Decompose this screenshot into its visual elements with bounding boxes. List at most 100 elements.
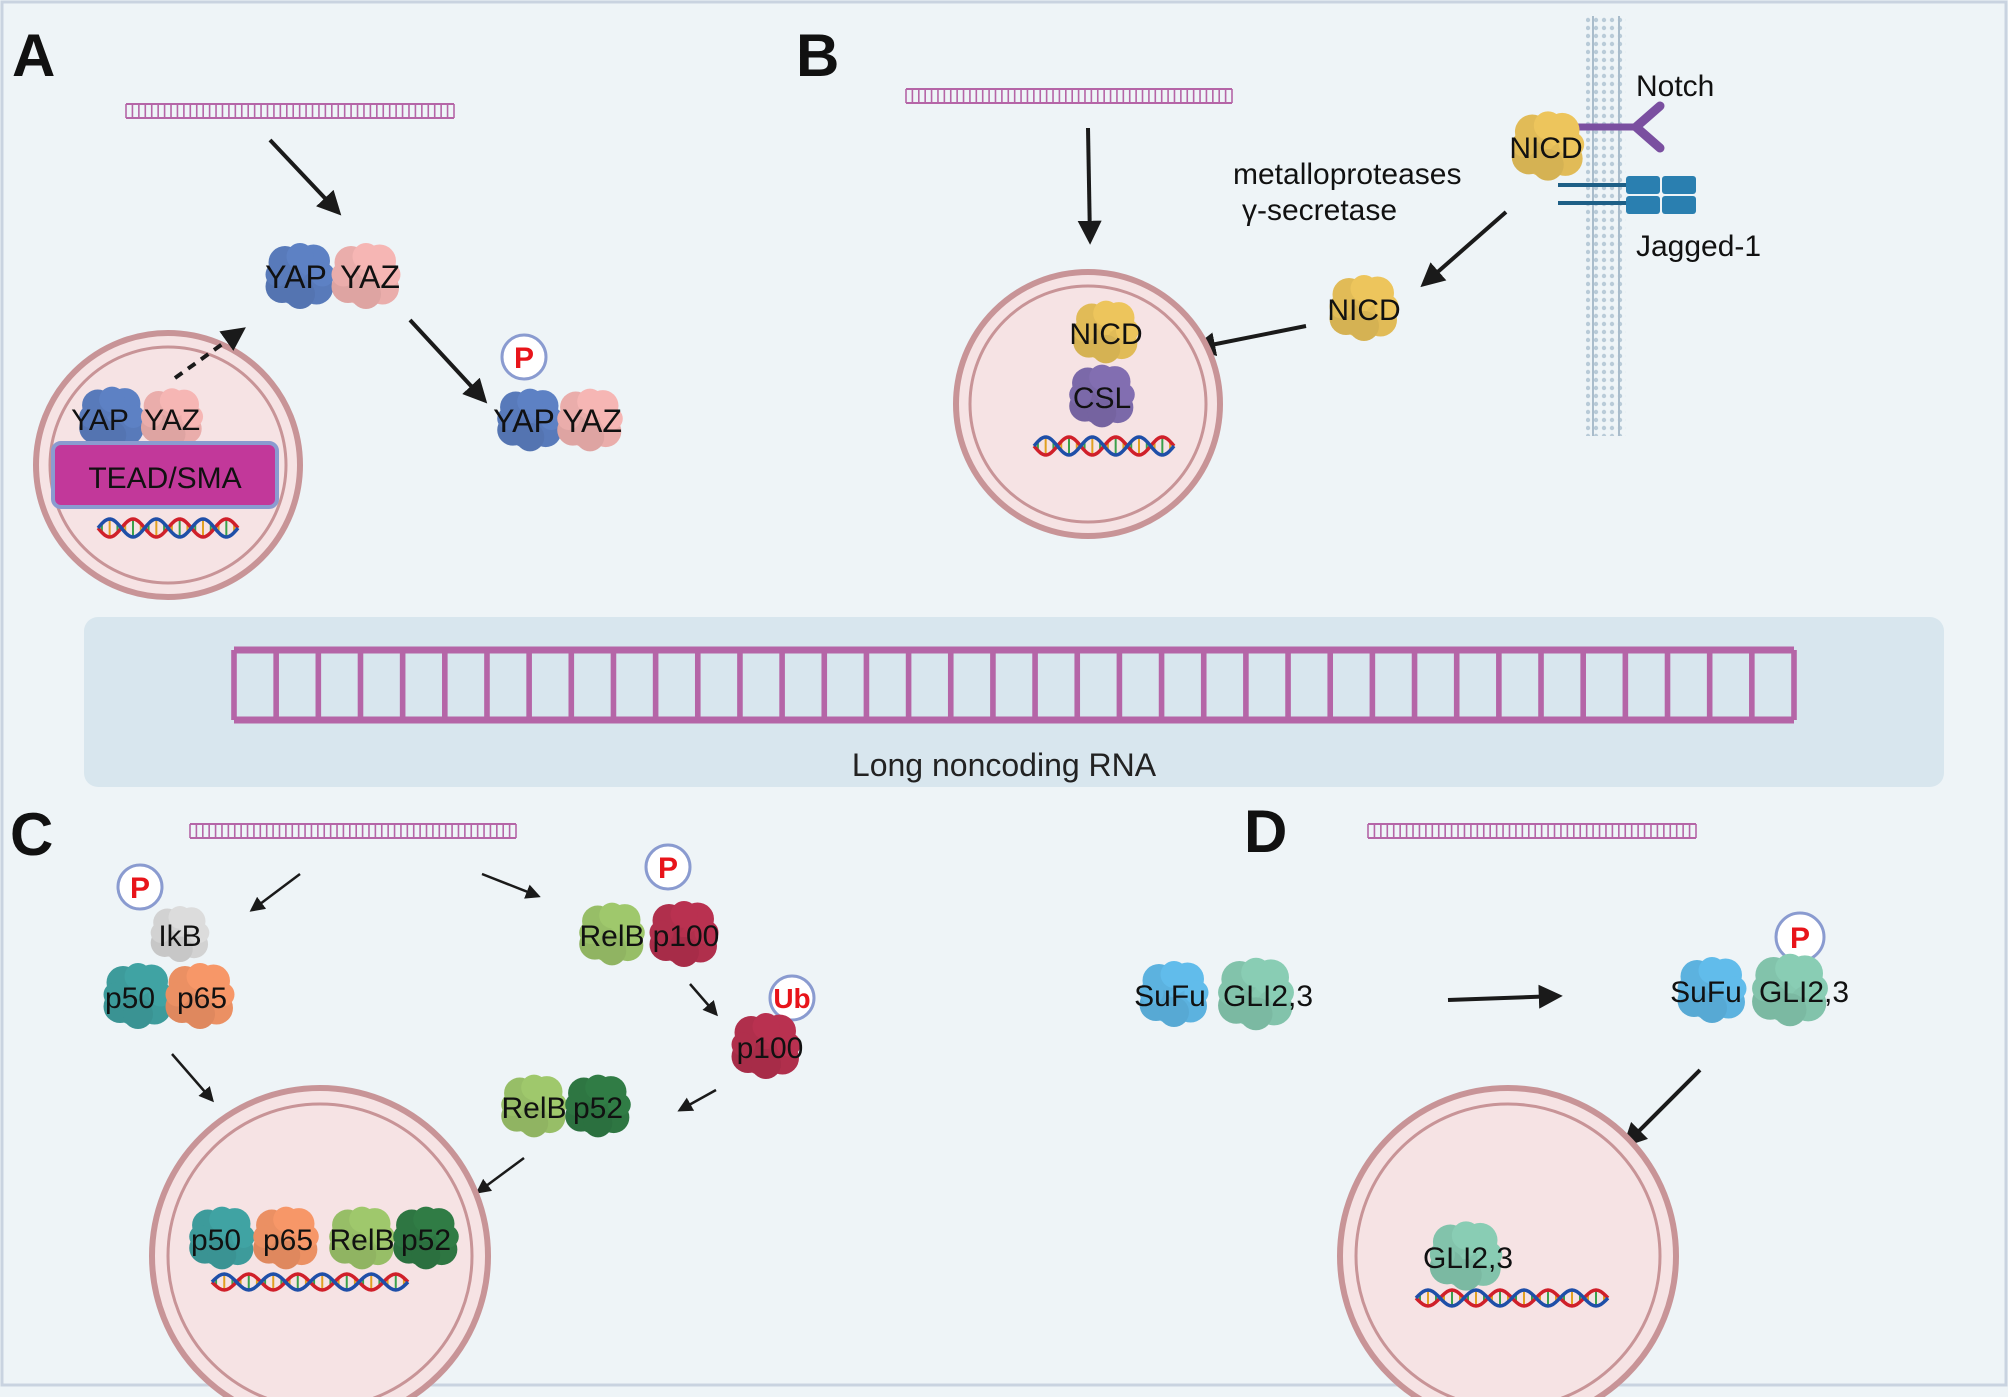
panel-d-sufu-cytoplasm-lump <box>1184 980 1209 1005</box>
panel-d-gli-phospho: GLI2,3 <box>1752 953 1849 1027</box>
panel-b-nicd-free-lump <box>1374 294 1399 319</box>
panel-d-sufu-cytoplasm-label: SuFu <box>1134 980 1206 1013</box>
panel-b-nicd-free: NICD <box>1327 275 1401 341</box>
panel-a-yap-nuclear: YAP <box>71 386 145 450</box>
panel-d-gli-cytoplasm-lump <box>1239 997 1273 1031</box>
panel-d-gli-phospho-lump <box>1801 975 1828 1002</box>
panel-a-yap-phospho-lump <box>539 407 563 430</box>
panel-c-p100-ub: p100 <box>731 1013 804 1079</box>
panel-b-dna <box>1032 435 1176 457</box>
panel-c-p52-nuclear: p52 <box>393 1206 459 1270</box>
panel-d-gli-nuclear-lump <box>1477 1241 1503 1268</box>
panel-b-nicd-membrane-lump <box>1511 131 1537 158</box>
panel-d-sufu-phospho-lump <box>1677 976 1702 1001</box>
panel-d-gli-phospho-lump <box>1773 993 1807 1027</box>
panel-b-csl-nuclear-lump <box>1087 398 1117 428</box>
panel-b-enzyme-line2: γ-secretase <box>1242 194 1397 227</box>
panel-d-gli-cytoplasm-label: GLI2,3 <box>1223 980 1313 1013</box>
panel-d-letter: D <box>1244 798 1287 865</box>
panel-b-nicd-nuclear-lump <box>1115 319 1139 342</box>
panel-c-arrow-rna-to-ikb <box>249 873 301 912</box>
panel-b-enzyme-line1: metalloproteases <box>1233 158 1461 191</box>
panel-b-nicd-nuclear-lump <box>1093 300 1119 327</box>
panel-a-tead-label: TEAD/SMA <box>88 462 241 495</box>
panel-d-sufu-phospho-lump <box>1697 993 1727 1023</box>
panel-c-arrow-p50p65-to-nucleus <box>171 1053 214 1103</box>
panel-c-p65-nuclear-lump <box>273 1206 299 1233</box>
panel-a-yaz-cytoplasm: YAZ <box>331 243 401 309</box>
panel-d-gli-nuclear-label: GLI2,3 <box>1423 1242 1513 1275</box>
panel-a-yap-nuclear-lump <box>121 405 145 428</box>
panel-b-arrow-rna-to-nucleus <box>1077 127 1102 245</box>
panel-d-sufu-cytoplasm-lump <box>1159 997 1189 1027</box>
panel-c-arrow-relb-p52-to-nucleus <box>475 1156 525 1194</box>
panel-c-ikb-lump <box>188 922 210 943</box>
panel-c-p65-nuclear-lump <box>253 1225 277 1248</box>
panel-d-rna-strand <box>1367 823 1697 839</box>
panel-d-nucleus-outer <box>1337 1085 1679 1397</box>
panel-c: C P IkB p50 p65 P RelB p100 Ub p100 <box>10 801 816 1397</box>
panel-c-ikb-lump <box>167 936 193 963</box>
panel-c-p50-nuclear-lump <box>209 1206 235 1233</box>
panel-a-yap-cytoplasm-lump <box>286 243 314 270</box>
panel-c-arrow-to-ub <box>689 983 718 1017</box>
panel-a-yap-phospho-lump <box>517 388 543 415</box>
panel-c-p50-cytoplasm-lump <box>103 982 128 1007</box>
panel-c-relb-p52-relb-lump <box>521 1074 547 1101</box>
panel-b-nicd-free-lump <box>1329 294 1354 319</box>
panel-c-p100-complex-lump <box>669 937 699 967</box>
panel-c-p100-ub-lump <box>752 1013 780 1040</box>
panel-d-sufu-cytoplasm-lump <box>1139 980 1164 1005</box>
panel-a-yap-cytoplasm-lump <box>310 262 335 287</box>
panel-d-gli-cytoplasm-lump <box>1267 979 1294 1006</box>
panel-a-yap-nuclear-lump <box>79 405 103 428</box>
panel-d-dna <box>1414 1288 1610 1308</box>
panel-c-p50-cytoplasm-label: p50 <box>105 982 155 1015</box>
panel-c-ub-badge <box>768 974 816 1022</box>
panel-c-relb-p52-p52-label: p52 <box>573 1092 623 1125</box>
panel-d-gli-cytoplasm-lump <box>1241 957 1271 988</box>
panel-b-nucleus-inner <box>968 284 1208 524</box>
panel-c-relb-nuclear: RelB <box>329 1206 395 1270</box>
panel-d-gli-nuclear: GLI2,3 <box>1423 1221 1513 1291</box>
panel-c-p100-ub-label: p100 <box>737 1032 804 1065</box>
panel-b-arrow-nicd-to-nucleus <box>1191 324 1307 357</box>
panel-c-p50-nuclear-lump <box>207 1240 237 1270</box>
panel-c-p65-cytoplasm-lump <box>186 963 214 990</box>
panel-c-relb-p52-relb-label: RelB <box>501 1092 566 1125</box>
panel-c-relb-p52-relb-lump <box>519 1108 549 1138</box>
panel-b-nicd-membrane-label: NICD <box>1509 132 1582 165</box>
long-rna-ladder <box>231 646 1797 724</box>
panel-c-p52-nuclear-lump <box>393 1225 417 1248</box>
panel-a: A YAP YAZ TEAD/SMA YAP YAZ P YAP YA <box>12 22 623 600</box>
panel-c-arrow-rna-to-relb <box>481 872 541 899</box>
panel-a-rna-strand <box>125 103 455 119</box>
panel-d-arrow-to-nucleus <box>1622 1068 1702 1148</box>
panel-c-p100-complex-label: p100 <box>653 920 720 953</box>
panel-c-relb-p52-p52-lump <box>583 1108 613 1138</box>
panel-a-tead-box <box>51 441 279 509</box>
panel-d-gli-cytoplasm-lump <box>1218 979 1245 1006</box>
panel-a-yaz-cytoplasm-lump <box>331 262 356 287</box>
panel-b-csl-nuclear: CSL <box>1069 364 1135 428</box>
panel-a-letter: A <box>12 22 55 89</box>
panel-b-jagged-block-2 <box>1662 176 1696 194</box>
panel-c-dna <box>210 1272 410 1292</box>
panel-a-yap-phospho-label: YAP <box>493 403 555 439</box>
panel-a-yaz-phospho-lump <box>599 407 623 430</box>
panel-a-dna <box>96 517 240 539</box>
panel-b-notch-label: Notch <box>1636 70 1714 103</box>
panel-b: B Notch NICD Jagged-1 metalloproteases γ… <box>796 16 1761 539</box>
panel-b-nicd-membrane-lump <box>1533 111 1563 140</box>
panel-d-gli-phospho-lump <box>1775 953 1805 984</box>
panel-b-dna-strand-2 <box>1032 435 1176 457</box>
panel-a-phospho-label: P <box>514 342 534 375</box>
panel-a-yap-nuclear-lump <box>99 386 125 413</box>
panel-c-arrow-p100-to-p52 <box>677 1088 717 1112</box>
panel-c-p50-cytoplasm-lump <box>148 982 173 1007</box>
panel-c-p65-cytoplasm-label: p65 <box>177 982 227 1015</box>
panel-b-nicd-free-lump <box>1349 311 1379 341</box>
panel-c-ikb-lump <box>168 905 192 929</box>
panel-a-yaz-nuclear-lump <box>181 405 204 428</box>
panel-a-yap-phospho-lump <box>515 422 545 452</box>
